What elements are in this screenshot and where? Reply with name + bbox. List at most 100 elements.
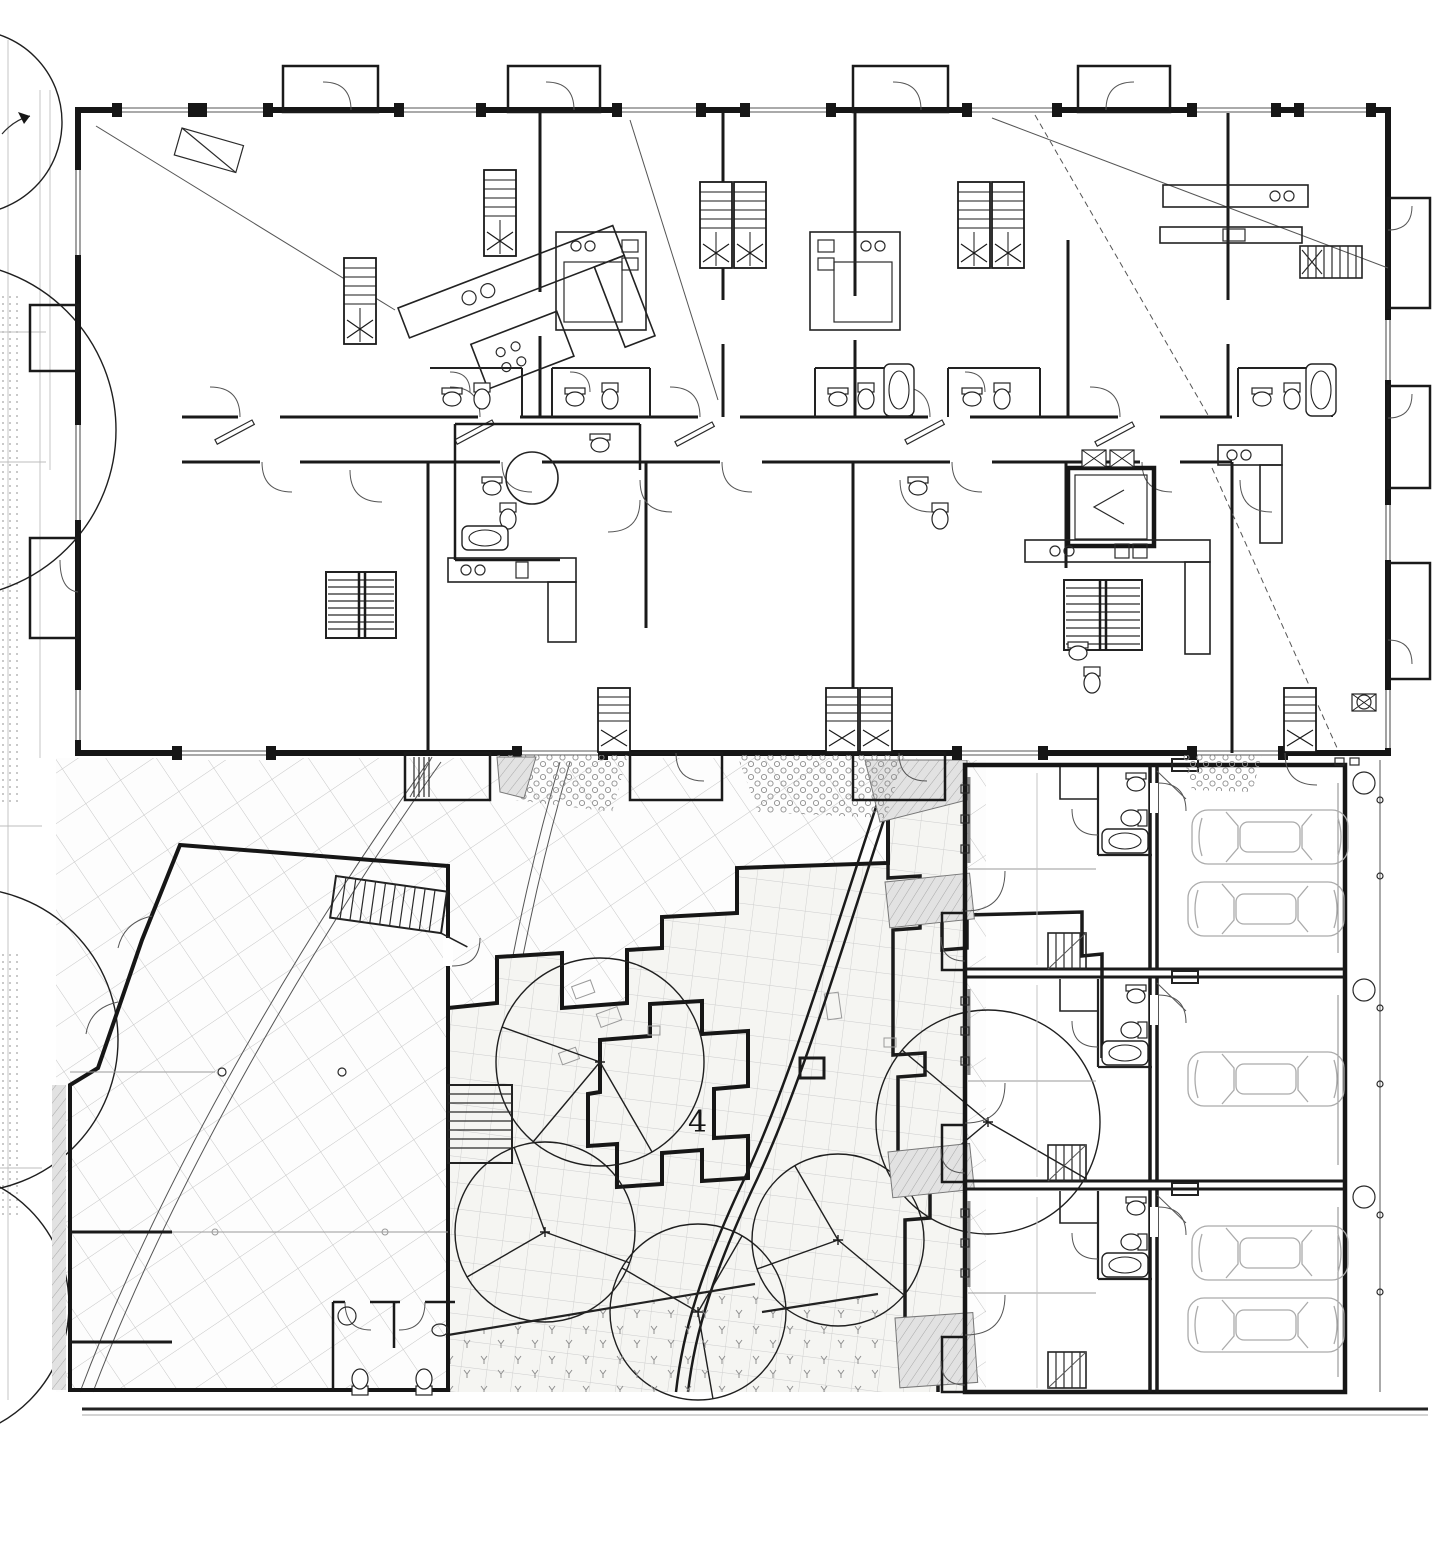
toilet-icon xyxy=(499,502,517,530)
sink-icon xyxy=(1067,641,1089,661)
sink-icon xyxy=(481,476,503,496)
door-swing-arc xyxy=(940,936,966,962)
bathtub-icon xyxy=(1101,1040,1149,1066)
planters xyxy=(557,979,897,1066)
restroom xyxy=(331,1300,455,1396)
door-swing-arc xyxy=(1071,1020,1099,1048)
door-swing-arc xyxy=(344,1301,372,1331)
door-swing-arc xyxy=(545,81,575,111)
stair-icon xyxy=(1299,245,1363,279)
door-swing-arc xyxy=(675,752,705,782)
balcony xyxy=(1386,561,1432,681)
window-band-left xyxy=(72,170,85,740)
sink-icon xyxy=(1125,772,1147,792)
boundary-tree-icon xyxy=(1352,1185,1376,1209)
door-swing-arc xyxy=(898,752,928,782)
ground-line xyxy=(82,1407,1428,1416)
sink-icon xyxy=(961,387,983,407)
balcony xyxy=(506,64,602,114)
lawn xyxy=(447,1282,879,1392)
dotted-pavement xyxy=(1183,755,1262,792)
stair-icon xyxy=(957,181,991,269)
toilet-icon xyxy=(1120,1021,1148,1039)
sink-icon xyxy=(564,387,586,407)
car-icon xyxy=(1187,1051,1345,1107)
left-margin-landscape xyxy=(0,34,119,1424)
balcony xyxy=(28,536,80,640)
door-swing-arc xyxy=(1284,752,1318,786)
sink-icon xyxy=(1125,984,1147,1004)
window-band-right xyxy=(1382,320,1395,748)
balcony xyxy=(851,64,950,114)
bathrooms-upper xyxy=(430,363,1337,417)
play-structure-box xyxy=(798,1056,826,1080)
north-arrow-head xyxy=(18,112,30,124)
door-swing-arc xyxy=(322,81,352,111)
stair-icon xyxy=(325,571,397,639)
door-swing-arc xyxy=(451,937,481,967)
toilet-icon xyxy=(351,1368,369,1396)
sink-icon xyxy=(441,387,463,407)
stair-icon xyxy=(597,687,631,753)
townhouse-unit xyxy=(940,970,1345,1184)
stair-icon xyxy=(483,169,517,257)
play-structure xyxy=(586,998,750,1190)
toilet-icon xyxy=(931,502,949,530)
sink-icon xyxy=(1251,387,1273,407)
stair-icon xyxy=(733,181,767,269)
door-swing-arc xyxy=(940,1360,966,1386)
townhouse-outer-walls xyxy=(962,762,1348,1395)
stair-icon xyxy=(1283,687,1317,753)
toilet-icon xyxy=(601,382,619,410)
toilet-icon xyxy=(473,382,491,410)
toilet-icon xyxy=(1120,1233,1148,1251)
upper-floor-plan xyxy=(28,64,1432,760)
sink-icon xyxy=(827,387,849,407)
door-swing-arc xyxy=(1157,1206,1187,1236)
kitchen-counter xyxy=(396,224,657,391)
toilet-icon xyxy=(415,1368,433,1396)
toilet-icon xyxy=(1120,809,1148,827)
boundary-tree-icon xyxy=(1352,978,1376,1002)
stairs xyxy=(325,169,1363,753)
garage-window xyxy=(1171,1182,1199,1196)
sink-icon xyxy=(589,433,611,453)
central-corridor xyxy=(182,386,1232,493)
door-swing-arc xyxy=(1105,81,1135,111)
stair-icon xyxy=(699,181,733,269)
car-icon xyxy=(1187,881,1345,937)
townhouse-unit xyxy=(940,1182,1349,1394)
party-walls xyxy=(965,967,1345,1191)
door-swing-arc xyxy=(964,1294,1006,1336)
dotted-pavement xyxy=(737,755,905,818)
street-tree-icon xyxy=(0,34,63,210)
bathrooms-lower xyxy=(453,422,1377,712)
toilet-icon xyxy=(1083,666,1101,694)
kitchen-counter xyxy=(1159,184,1309,244)
door-swing-arc xyxy=(85,1001,119,1035)
kitchen-island xyxy=(809,231,901,331)
desk xyxy=(173,127,245,174)
tree-icon xyxy=(495,957,705,1167)
door-swing-arc xyxy=(1071,1232,1099,1260)
stair-icon xyxy=(447,1084,513,1164)
door-swing-arc xyxy=(117,915,153,949)
paved-ramp xyxy=(496,756,537,799)
rear-porches xyxy=(403,751,1318,818)
bathtub-icon xyxy=(1101,1252,1149,1278)
kitchen-counter xyxy=(447,557,577,643)
door-swing-arc xyxy=(1157,994,1187,1024)
door-swing-arc xyxy=(1071,808,1099,836)
sink-icon xyxy=(1125,1196,1147,1216)
stair-icon xyxy=(329,874,468,948)
townhouse-row xyxy=(940,757,1384,1395)
door-swing-arc xyxy=(892,81,922,111)
balconies-top xyxy=(281,64,1172,114)
spa-tub-icon xyxy=(505,451,559,505)
hoist-box-icon xyxy=(1109,449,1135,468)
stair-icon xyxy=(1047,1351,1087,1389)
car-icon xyxy=(1191,809,1349,865)
car-icon xyxy=(1187,1297,1345,1353)
townhouse-unit xyxy=(940,758,1349,972)
